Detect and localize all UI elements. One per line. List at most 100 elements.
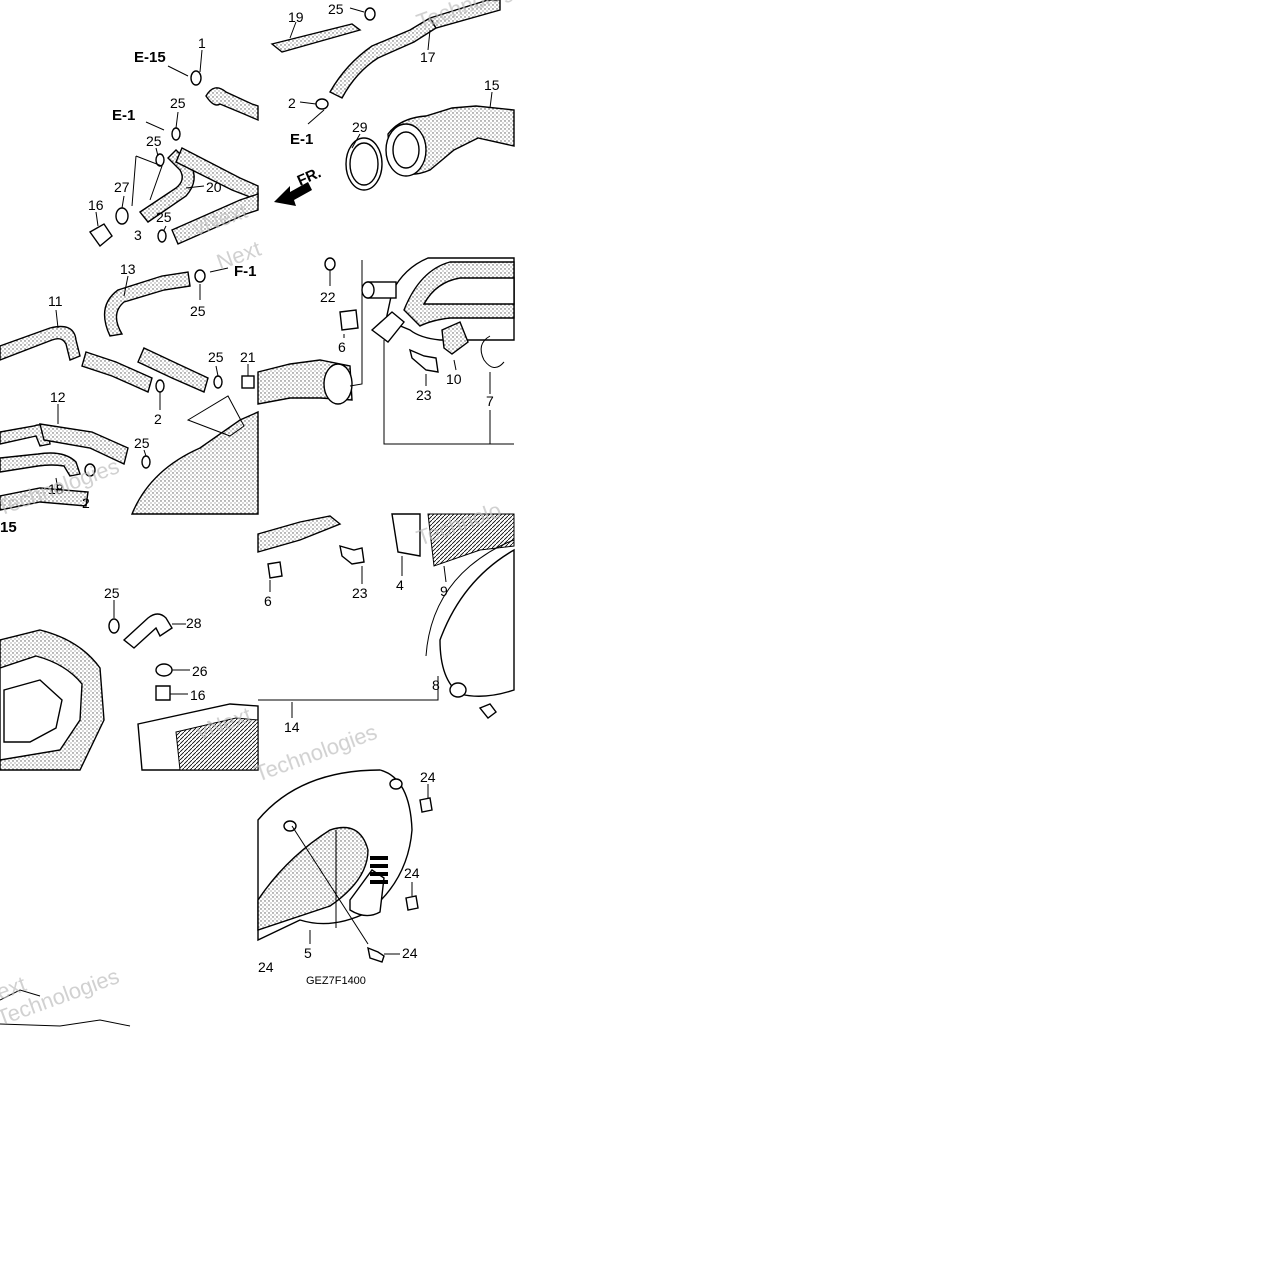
tile-air-cleaner-lower-right — [257, 513, 515, 719]
callout: 16 — [190, 687, 206, 703]
watermark-text: vNext — [189, 198, 250, 241]
clamp-25-low — [141, 455, 151, 469]
callout: 16 — [88, 197, 104, 213]
reference-label: E-1 — [290, 131, 313, 148]
callout: 6 — [264, 593, 272, 609]
tile-cover-bottom — [257, 769, 433, 963]
reference-label: 15 — [0, 519, 17, 536]
nut-27 — [115, 207, 129, 225]
screw-24b — [405, 895, 419, 911]
callout: 23 — [352, 585, 368, 601]
callout: 23 — [416, 387, 432, 403]
clamp-25c — [157, 229, 167, 243]
gasket-8 — [425, 539, 515, 657]
front-arrow-icon — [274, 182, 312, 206]
callout: 9 — [440, 583, 448, 599]
callout: 25 — [208, 349, 224, 365]
case-flange — [257, 515, 342, 553]
hose-20 — [138, 149, 195, 223]
callout: 19 — [288, 9, 304, 25]
tile-hoses-top-right: FR. — [270, 0, 515, 206]
callout: 25 — [156, 209, 172, 225]
labels: E-15 E-1 E-1 F-1 15 1 25 25 27 16 3 25 2… — [0, 1, 500, 987]
clamp-2-low — [84, 463, 96, 477]
callout: 18 — [48, 481, 64, 497]
callout: 27 — [114, 179, 130, 195]
tile-hoses-top-left — [88, 49, 259, 248]
callout: 2 — [154, 411, 162, 427]
callout: 2 — [82, 495, 90, 511]
cap-10 — [441, 321, 469, 355]
callout: 5 — [304, 945, 312, 961]
reference-label: F-1 — [234, 263, 257, 280]
hose-13 — [103, 271, 191, 337]
callout: 25 — [146, 133, 162, 149]
front-label: FR. — [295, 164, 324, 189]
callout: 24 — [404, 865, 420, 881]
clamp-22 — [324, 257, 336, 271]
hose-mid-b — [137, 347, 209, 393]
bolt-6 — [267, 561, 283, 579]
screw-hole-5 — [283, 820, 297, 832]
hose-e15 — [205, 87, 259, 122]
clamp-25b — [155, 153, 165, 167]
connector-end — [361, 281, 375, 299]
screw-lower — [478, 703, 497, 719]
element-filter — [175, 717, 259, 771]
clamp-25-mid — [213, 375, 223, 389]
hose-lower — [171, 193, 259, 245]
callout: 24 — [402, 945, 418, 961]
bolt-23 — [408, 348, 439, 373]
callout: 6 — [338, 339, 346, 355]
hose-19 — [270, 23, 362, 53]
hose-12b — [39, 423, 129, 465]
callout: 25 — [190, 303, 206, 319]
nut-26 — [155, 663, 173, 677]
screw-hole-5b — [389, 778, 403, 790]
vent-slot-3 — [370, 872, 388, 876]
callout: 11 — [48, 293, 63, 309]
cover-lower — [439, 548, 515, 697]
vent-slot-4 — [370, 880, 388, 884]
callout: 14 — [284, 719, 300, 735]
callout: 25 — [104, 585, 120, 601]
callout: 22 — [320, 289, 336, 305]
drawing-code: GEZ7F1400 — [306, 975, 366, 987]
callout: 7 — [486, 393, 494, 409]
hose-11 — [0, 325, 81, 361]
callout: 24 — [420, 769, 436, 785]
clamp-25-case — [108, 618, 120, 634]
clamp-25-top — [364, 7, 376, 21]
clamp-25a — [171, 127, 181, 141]
connector-body — [370, 311, 405, 343]
fitting-16b — [155, 685, 171, 701]
callout: 25 — [170, 95, 186, 111]
elbow-28 — [122, 613, 173, 649]
grommet-6 — [339, 309, 359, 331]
clamp-1 — [190, 70, 202, 86]
callout: 24 — [258, 959, 274, 975]
air-cleaner-case-top — [130, 410, 259, 515]
clamp-2-mid — [155, 379, 165, 393]
reference-label: E-1 — [112, 107, 135, 124]
tube-15-inner — [392, 131, 420, 169]
tile-air-cleaner-middle-right — [324, 257, 515, 445]
tube-21-mouth — [323, 363, 353, 405]
callout: 10 — [446, 371, 462, 387]
clamp-25-f1 — [194, 269, 206, 283]
callout: 15 — [484, 77, 500, 93]
cover-5-shading — [257, 826, 369, 931]
reference-label: E-15 — [134, 49, 166, 66]
callout: 12 — [50, 389, 66, 405]
tile-hoses-middle-left — [0, 267, 353, 515]
watermark-text: Technologies — [413, 0, 542, 35]
callout: 1 — [198, 35, 206, 51]
tile-fragment-bottom-left — [0, 989, 131, 1027]
grommet-8 — [449, 682, 467, 698]
case-inner — [422, 277, 515, 305]
hose-17b — [428, 0, 501, 29]
callout: 21 — [240, 349, 256, 365]
screw-24a — [419, 797, 433, 813]
callout: 25 — [328, 1, 344, 17]
